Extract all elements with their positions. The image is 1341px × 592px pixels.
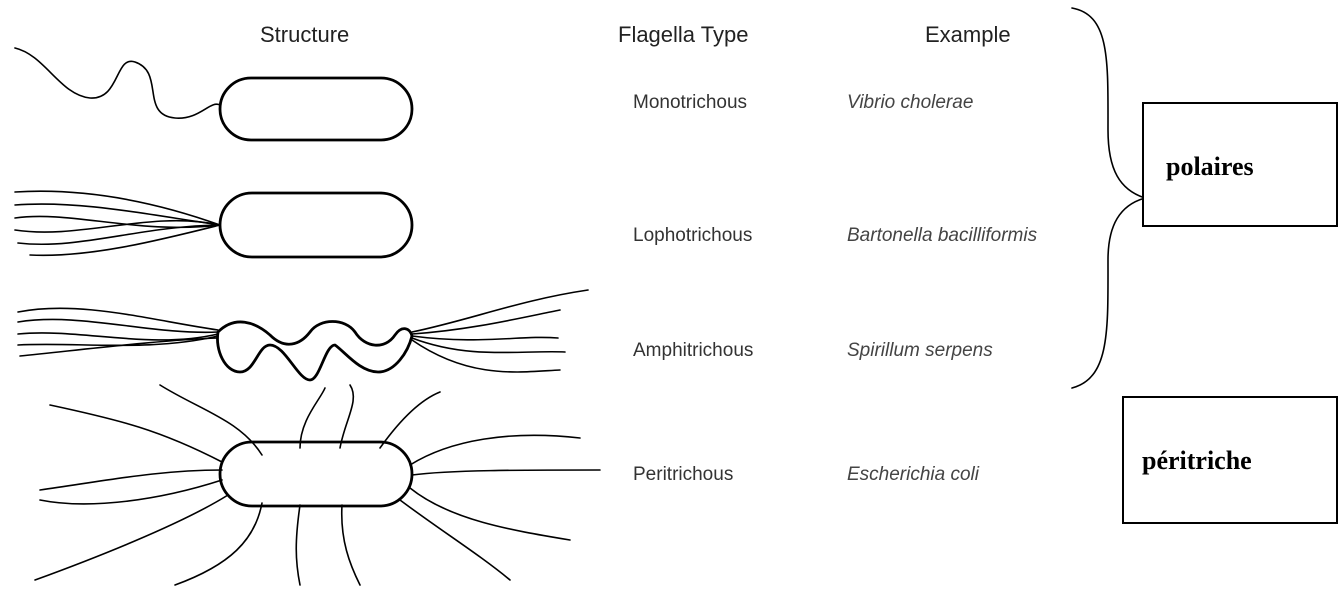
example-vibrio-cholerae: Vibrio cholerae bbox=[847, 92, 973, 114]
flagella-type-peritrichous: Peritrichous bbox=[633, 464, 733, 486]
amphitrichous-cell-drawing bbox=[18, 290, 588, 380]
rod-cell bbox=[220, 442, 412, 506]
peritrichous-label-box: péritriche bbox=[1122, 396, 1338, 524]
single-flagellum bbox=[15, 48, 220, 118]
example-bartonella-bacilliformis: Bartonella bacilliformis bbox=[847, 225, 1037, 247]
rod-cell bbox=[220, 193, 412, 257]
flagella-type-lophotrichous: Lophotrichous bbox=[633, 225, 752, 247]
polar-brace bbox=[1072, 8, 1145, 388]
example-escherichia-coli: Escherichia coli bbox=[847, 464, 979, 486]
spiral-cell bbox=[217, 322, 412, 381]
monotrichous-cell-drawing bbox=[15, 48, 412, 140]
flagella-type-monotrichous: Monotrichous bbox=[633, 92, 747, 114]
lophotrichous-cell-drawing bbox=[15, 191, 412, 257]
rod-cell bbox=[220, 78, 412, 140]
peritrichous-cell-drawing bbox=[35, 385, 600, 585]
polar-label-box: polaires bbox=[1142, 102, 1338, 227]
peritrichous-label: péritriche bbox=[1142, 446, 1252, 476]
polar-label: polaires bbox=[1166, 152, 1254, 182]
example-spirillum-serpens: Spirillum serpens bbox=[847, 340, 993, 362]
flagella-type-amphitrichous: Amphitrichous bbox=[633, 340, 753, 362]
